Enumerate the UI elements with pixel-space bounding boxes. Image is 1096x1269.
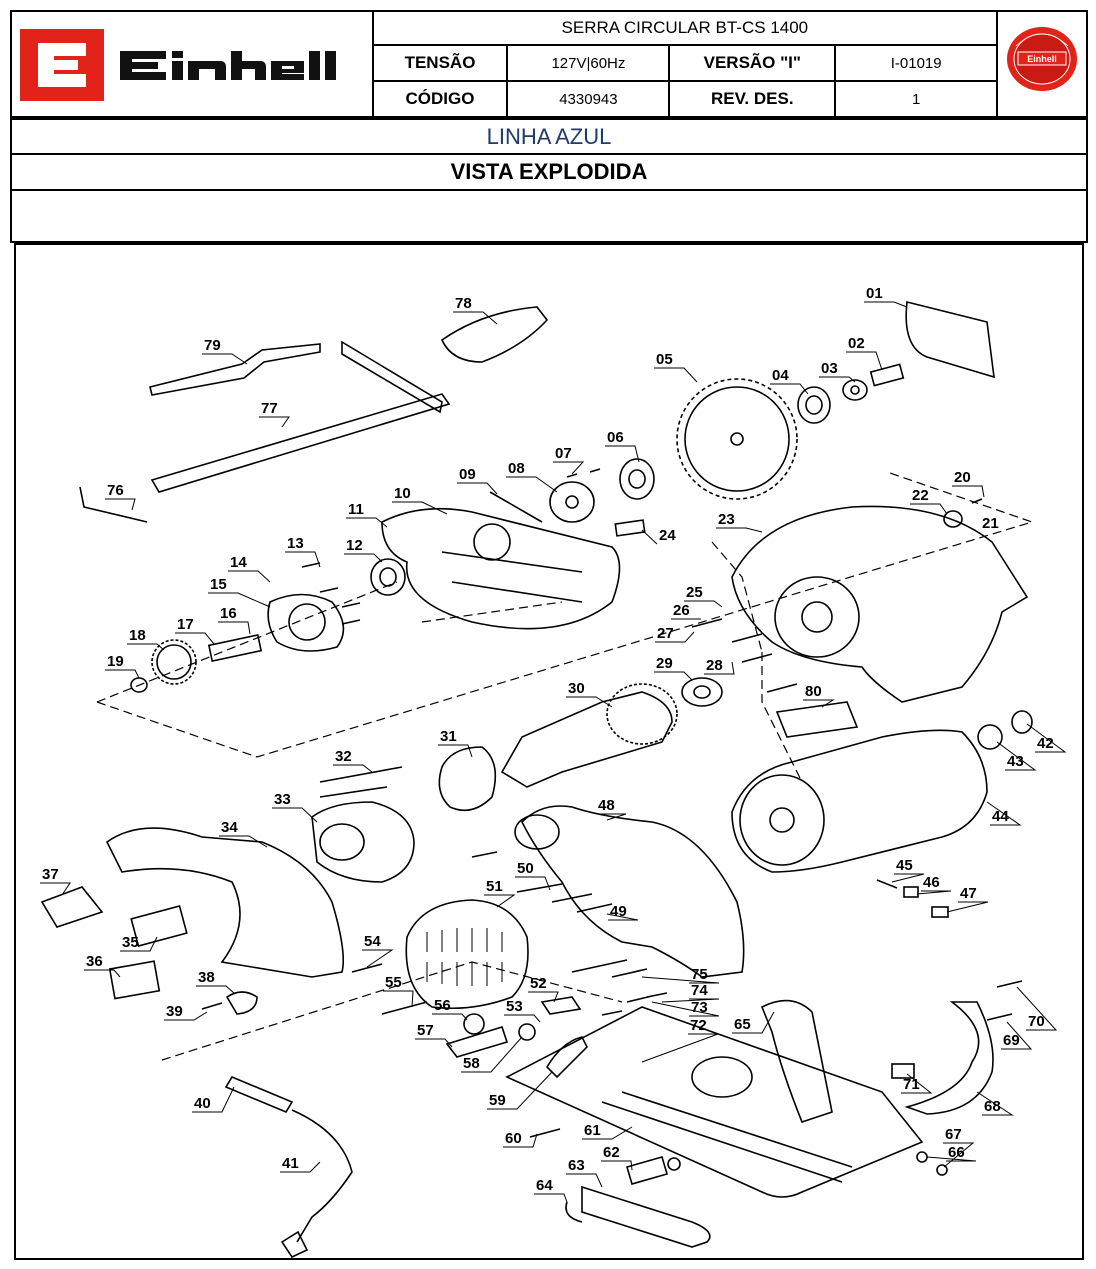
part-label-26: 26: [673, 602, 690, 619]
part-label-40: 40: [194, 1095, 211, 1112]
part-label-33: 33: [274, 791, 291, 808]
part-label-05: 05: [656, 351, 673, 368]
exploded-view-drawing: 01 02 03 04 05 06 07 08 09 10 11 12 13 1…: [40, 285, 1067, 1259]
part-label-35: 35: [122, 934, 139, 951]
rev-label: REV. DES.: [668, 80, 837, 118]
part-label-29: 29: [656, 655, 673, 672]
part-label-75: 75: [691, 966, 708, 983]
versao-label: VERSÃO "I": [668, 44, 837, 82]
part-label-66: 66: [948, 1144, 965, 1161]
part-label-20: 20: [954, 469, 971, 486]
part-label-44: 44: [992, 808, 1009, 825]
part-label-13: 13: [287, 535, 304, 552]
part-label-16: 16: [220, 605, 237, 622]
part-label-70: 70: [1028, 1013, 1045, 1030]
exploded-view-diagram: 01 02 03 04 05 06 07 08 09 10 11 12 13 1…: [14, 243, 1084, 1260]
part-label-27: 27: [657, 625, 674, 642]
part-label-71: 71: [903, 1076, 920, 1093]
svg-text:Einhell: Einhell: [1027, 54, 1057, 64]
part-label-59: 59: [489, 1092, 506, 1109]
part-label-32: 32: [335, 748, 352, 765]
part-label-17: 17: [177, 616, 194, 633]
service-seal-icon: Einhell: [1007, 27, 1077, 91]
part-label-28: 28: [706, 657, 723, 674]
part-label-30: 30: [568, 680, 585, 697]
part-label-24: 24: [659, 527, 676, 544]
part-label-68: 68: [984, 1098, 1001, 1115]
part-label-67: 67: [945, 1126, 962, 1143]
part-label-41: 41: [282, 1155, 299, 1172]
codigo-value: 4330943: [506, 80, 671, 118]
part-label-12: 12: [346, 537, 363, 554]
part-label-02: 02: [848, 335, 865, 352]
section-title: VISTA EXPLODIDA: [10, 153, 1088, 191]
part-label-50: 50: [517, 860, 534, 877]
part-label-55: 55: [385, 974, 402, 991]
part-label-60: 60: [505, 1130, 522, 1147]
part-label-38: 38: [198, 969, 215, 986]
part-label-09: 09: [459, 466, 476, 483]
part-label-61: 61: [584, 1122, 601, 1139]
product-title: SERRA CIRCULAR BT-CS 1400: [371, 10, 999, 46]
part-label-43: 43: [1007, 753, 1024, 770]
part-label-56: 56: [434, 997, 451, 1014]
part-label-11: 11: [348, 501, 364, 518]
part-label-18: 18: [129, 627, 146, 644]
part-label-72: 72: [690, 1017, 707, 1034]
part-label-54: 54: [364, 933, 381, 950]
part-label-25: 25: [686, 584, 703, 601]
blank-row: [10, 189, 1088, 243]
codigo-label: CÓDIGO: [371, 80, 509, 118]
part-label-65: 65: [734, 1016, 751, 1033]
part-label-69: 69: [1003, 1032, 1020, 1049]
part-label-01: 01: [866, 285, 883, 302]
part-label-46: 46: [923, 874, 940, 891]
part-label-47: 47: [960, 885, 977, 902]
einhell-logo: [20, 29, 336, 101]
part-label-45: 45: [896, 857, 913, 874]
part-label-39: 39: [166, 1003, 183, 1020]
line-title: LINHA AZUL: [10, 118, 1088, 155]
part-label-64: 64: [536, 1177, 553, 1194]
part-label-63: 63: [568, 1157, 585, 1174]
part-label-73: 73: [691, 999, 708, 1016]
part-label-42: 42: [1037, 735, 1054, 752]
part-label-77: 77: [261, 400, 278, 417]
part-label-57: 57: [417, 1022, 434, 1039]
part-label-07: 07: [555, 445, 572, 462]
part-label-48: 48: [598, 797, 615, 814]
part-label-23: 23: [718, 511, 735, 528]
part-label-19: 19: [107, 653, 124, 670]
part-number-labels: 01 02 03 04 05 06 07 08 09 10 11 12 13 1…: [42, 285, 1054, 1194]
part-label-36: 36: [86, 953, 103, 970]
part-label-22: 22: [912, 487, 929, 504]
tensao-label: TENSÃO: [371, 44, 509, 82]
part-label-04: 04: [772, 367, 789, 384]
part-label-52: 52: [530, 975, 547, 992]
part-label-74: 74: [691, 982, 708, 999]
rev-value: 1: [834, 80, 999, 118]
part-label-53: 53: [506, 998, 523, 1015]
part-label-58: 58: [463, 1055, 480, 1072]
part-label-62: 62: [603, 1144, 620, 1161]
part-label-76: 76: [107, 482, 124, 499]
part-label-51: 51: [486, 878, 503, 895]
versao-value: I-01019: [834, 44, 999, 82]
part-label-80: 80: [805, 683, 822, 700]
part-label-10: 10: [394, 485, 411, 502]
header-table: SERRA CIRCULAR BT-CS 1400 TENSÃO 127V|60…: [10, 10, 1088, 118]
part-label-78: 78: [455, 295, 472, 312]
part-label-08: 08: [508, 460, 525, 477]
part-label-06: 06: [607, 429, 624, 446]
part-label-03: 03: [821, 360, 838, 377]
tensao-value: 127V|60Hz: [506, 44, 671, 82]
part-label-79: 79: [204, 337, 221, 354]
part-label-37: 37: [42, 866, 59, 883]
part-label-14: 14: [230, 554, 247, 571]
part-label-21: 21: [982, 515, 999, 532]
part-label-31: 31: [440, 728, 457, 745]
part-label-34: 34: [221, 819, 238, 836]
part-label-15: 15: [210, 576, 227, 593]
